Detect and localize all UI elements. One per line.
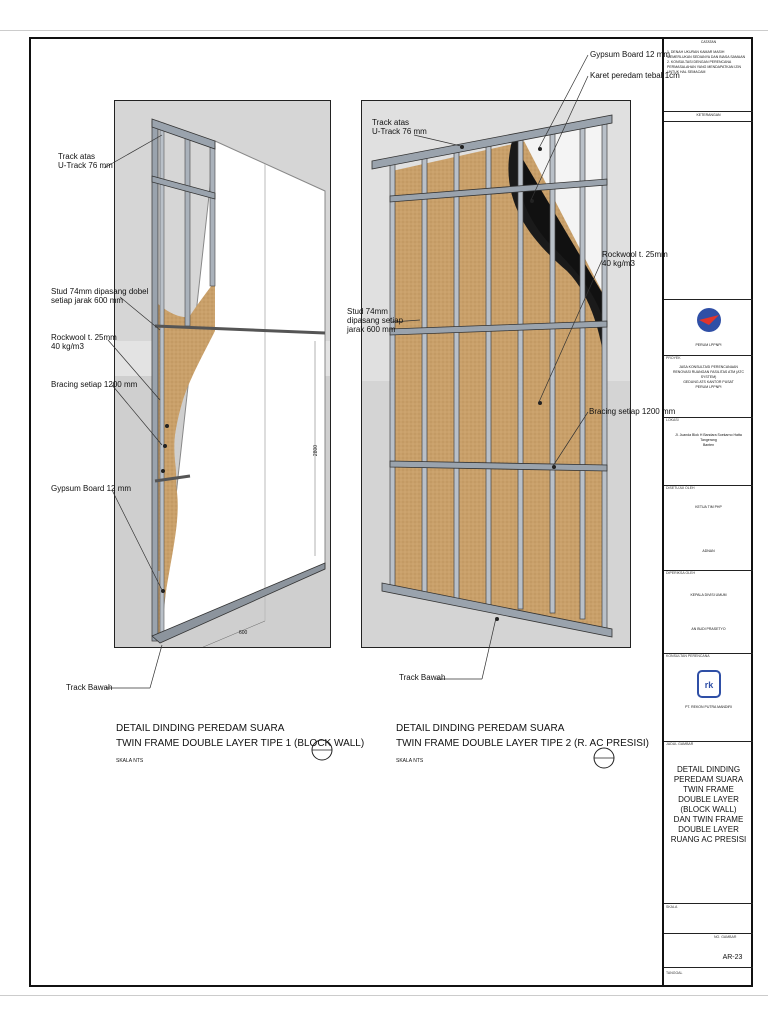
keterangan-header: KETERANGAN <box>696 113 721 117</box>
left-label-stud: Stud 74mm dipasang dobel setiap jarak 60… <box>51 287 149 305</box>
left-label-rockwool: Rockwool t. 25mm 40 kg/m3 <box>51 333 117 351</box>
right-render-panel <box>361 100 631 648</box>
left-label-track-atas: Track atas U-Track 76 mm <box>58 152 113 170</box>
right-label-karet: Karet peredam tebal 1cm <box>590 71 680 80</box>
left-label-bracing: Bracing setiap 1200 mm <box>51 380 138 389</box>
title-block: CATATAN 1. DENAH UKURAN KAMAR MASIH MEME… <box>662 37 753 987</box>
right-scale: SKALA NTS <box>396 758 424 764</box>
drawing-sheet-border <box>29 37 753 987</box>
right-label-bracing: Bracing setiap 1200 mm <box>589 407 676 416</box>
proyek-header: PROYEK <box>666 356 681 360</box>
dim-width-2: 600 <box>239 630 248 636</box>
right-section-marker-icon <box>593 747 615 769</box>
rekon-logo-icon: rk <box>697 670 721 698</box>
lokasi-text: Jl. Juanda Blok H Bandara Soekarno Hatta… <box>675 433 742 447</box>
lppnpi-logo-icon <box>697 308 721 332</box>
catatan-notes: 1. DENAH UKURAN KAMAR MASIH MEMERLUKAN S… <box>667 50 746 74</box>
right-title-2: TWIN FRAME DOUBLE LAYER TIPE 2 (R. AC PR… <box>396 738 650 749</box>
left-title-1: DETAIL DINDING PEREDAM SUARA <box>116 723 285 734</box>
sheet-number: AR-23 <box>722 954 743 961</box>
diperiksa-name: AN BUDI PRASETYO <box>691 627 726 631</box>
right-label-stud: Stud 74mm dipasang setiap jarak 600 mm <box>347 307 404 334</box>
proyek-text: JASA KONSULTASI PERENCANAAN RENOVASI RUA… <box>672 365 745 389</box>
catatan-header: CATATAN <box>700 40 717 44</box>
right-label-gypsum: Gypsum Board 12 mm <box>590 50 671 59</box>
left-section-marker-icon <box>311 739 333 761</box>
top-rule <box>0 30 768 31</box>
right-label-track-bawah: Track Bawah <box>399 673 446 682</box>
left-title-2: TWIN FRAME DOUBLE LAYER TIPE 1 (BLOCK WA… <box>116 738 365 749</box>
diperiksa-role: KEPALA DIVISI UMUM <box>690 593 727 597</box>
right-label-track-atas: Track atas U-Track 76 mm <box>372 118 427 136</box>
right-label-rockwool: Rockwool t. 25mm 40 kg/m3 <box>602 250 668 268</box>
konsultan-header: KONSULTAN PERENCANA <box>666 654 710 658</box>
lokasi-header: LOKASI <box>666 418 679 422</box>
drawing-title: DETAIL DINDING PEREDAM SUARA TWIN FRAME … <box>670 765 747 844</box>
skala-header: SKALA <box>666 905 678 909</box>
diperiksa-header: DIPERIKSA OLEH <box>666 571 695 575</box>
left-label-gypsum: Gypsum Board 12 mm <box>51 484 132 493</box>
disetujui-role: KETUA TIM PHP <box>695 505 722 509</box>
disetujui-name: ADNAN <box>702 549 715 553</box>
right-title-1: DETAIL DINDING PEREDAM SUARA <box>396 723 565 734</box>
left-wall-render <box>115 101 330 647</box>
konsultan-name: PT. REKON PUTRA MANDIRI <box>685 705 732 709</box>
judul-header: JUDUL GAMBAR <box>666 742 694 746</box>
left-scale: SKALA NTS <box>116 758 144 764</box>
svg-text:rk: rk <box>705 680 715 690</box>
no-gambar-header: NO. GAMBAR <box>714 935 737 939</box>
owner-name: PERUM LPPNPI <box>695 343 722 347</box>
disetujui-header: DISETUJUI OLEH <box>666 486 695 490</box>
left-label-track-bawah: Track Bawah <box>66 683 113 692</box>
right-wall-render <box>362 101 630 647</box>
tanggal-header: TANGGAL <box>666 971 683 975</box>
left-render-panel: 2800 600 600 <box>114 100 331 648</box>
bottom-rule <box>0 995 768 996</box>
